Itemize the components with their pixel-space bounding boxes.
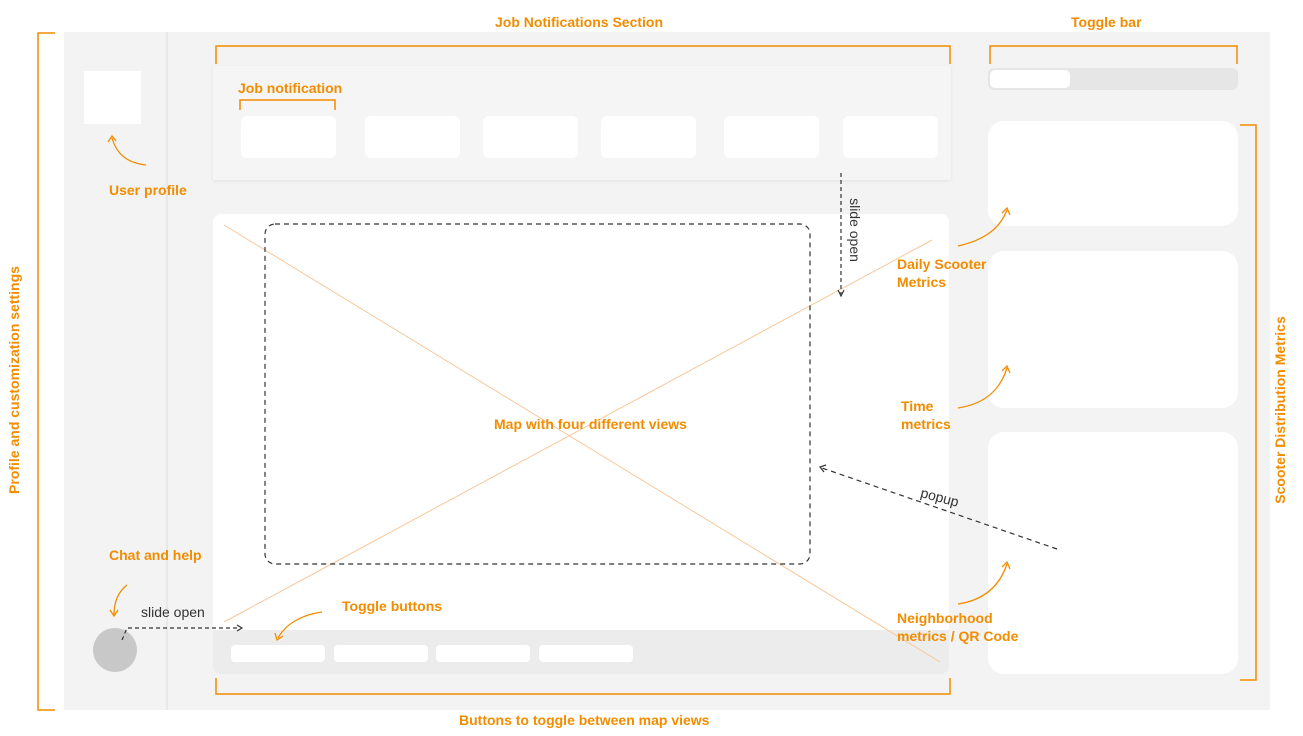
bracket-job-section [215,45,951,64]
job-notification-card[interactable] [724,116,819,158]
neighborhood-metrics-card[interactable] [988,432,1238,674]
map-cross-line [223,224,941,663]
bracket-map-toggles [215,678,951,695]
time-metrics-card[interactable] [988,251,1238,408]
label-job-notification: Job notification [238,80,343,96]
bracket-profile [37,32,55,711]
bracket-metrics [1240,124,1257,681]
label-map-placeholder: Map with four different views [494,416,687,432]
label-slide-open-chat: slide open [141,604,205,620]
job-notification-card[interactable] [601,116,696,158]
map-toggle-button[interactable] [231,645,325,662]
label-toggle-buttons: Toggle buttons [342,598,443,614]
arrow-time-metrics [957,367,1008,409]
sidebar-divider [166,32,168,710]
arrowhead [818,464,827,473]
arrowhead [236,624,244,632]
arrow-daily-metrics [957,209,1008,247]
job-notifications-panel [213,66,951,180]
arrow-chat-help [113,584,128,616]
arrow-user-profile [111,137,147,166]
arrowhead [107,134,117,143]
bracket-job-notification [239,99,336,110]
label-profile-settings: Profile and customization settings [6,266,22,494]
job-notification-card[interactable] [241,116,336,158]
map-cross-line [223,239,933,623]
label-scooter-distribution: Scooter Distribution Metrics [1272,316,1288,504]
label-daily-scooter-metrics: Daily Scooter Metrics [897,256,987,290]
label-map-view-toggles: Buttons to toggle between map views [459,712,710,728]
label-user-profile: User profile [109,182,187,198]
chat-help-button[interactable] [93,628,137,672]
job-notification-card[interactable] [483,116,578,158]
map-toggle-button[interactable] [334,645,428,662]
label-time-metrics: Time metrics [901,398,951,432]
map-toggle-button[interactable] [436,645,530,662]
job-notification-card[interactable] [843,116,938,158]
arrowhead [1001,560,1011,570]
label-toggle-bar: Toggle bar [1071,14,1142,30]
arrowhead [109,609,119,618]
arrowhead [1001,206,1011,216]
label-neighborhood-metrics: Neighborhood metrics / QR Code [897,610,1019,644]
user-profile-avatar[interactable] [84,71,141,124]
arrow-popup [821,467,1058,550]
arrow-slide-open-chat [121,627,240,641]
toggle-bar-handle[interactable] [990,70,1070,88]
arrowhead [837,289,845,298]
map-toggle-button[interactable] [539,645,633,662]
arrowhead [1001,364,1011,374]
label-slide-open-notifications: slide open [847,198,863,262]
arrowhead [274,632,284,642]
popup-region [264,223,811,565]
job-notification-card[interactable] [365,116,460,158]
arrow-toggle-buttons [277,611,323,639]
bracket-toggle-bar [989,45,1238,64]
label-job-notifications-section: Job Notifications Section [495,14,664,30]
label-chat-and-help: Chat and help [109,547,202,563]
arrow-neighborhood-metrics [957,563,1008,605]
daily-scooter-metrics-card[interactable] [988,121,1238,226]
